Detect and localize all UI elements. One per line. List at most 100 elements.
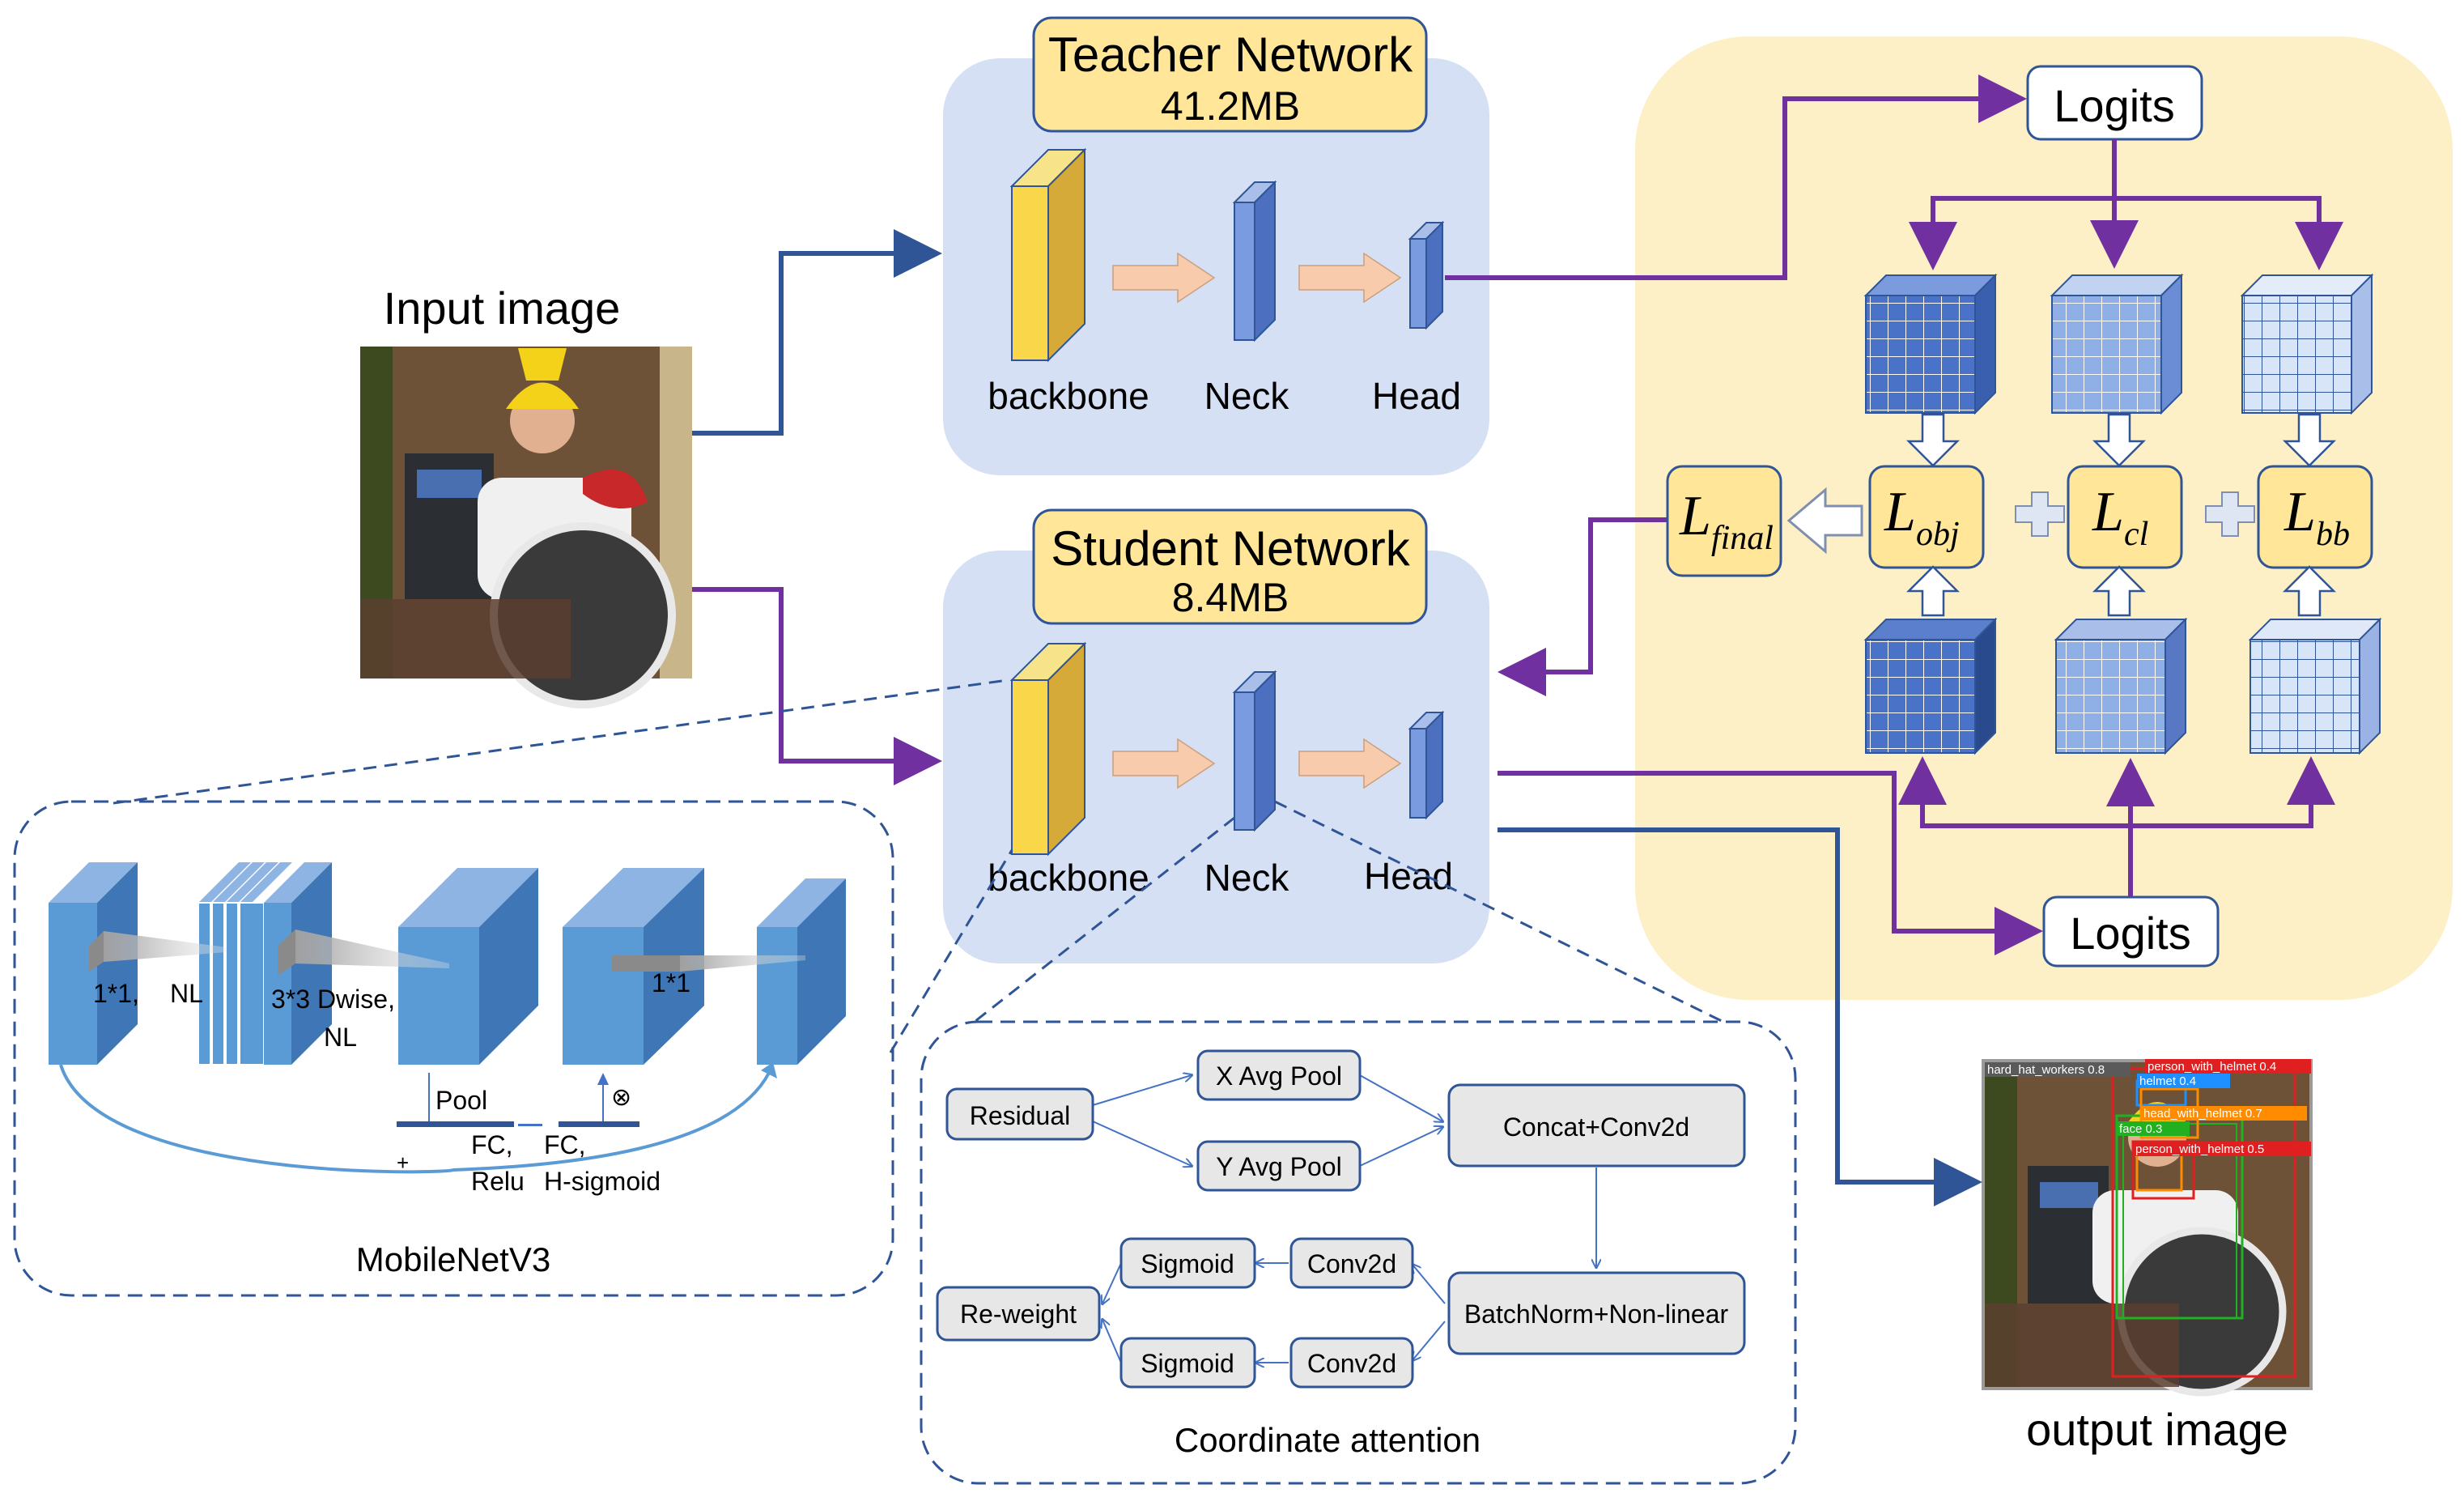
- det-label-1: person_with_helmet 0.4: [2148, 1060, 2276, 1074]
- student-network: Student Network 8.4MB backbone Neck Head: [943, 508, 1489, 963]
- teacher-title: Teacher Network: [1048, 28, 1413, 82]
- ca-sig2: Sigmoid: [1141, 1349, 1234, 1378]
- loss-bb-sub: bb: [2316, 516, 2350, 553]
- teacher-head-label: Head: [1372, 375, 1461, 417]
- mb-plus-label: +: [397, 1151, 409, 1175]
- teacher-arrow-2: [1298, 252, 1402, 304]
- ca-reweight-box: [936, 1286, 1101, 1342]
- student-title-box: [1032, 508, 1428, 625]
- teacher-feature-cube-cl: [2050, 273, 2184, 415]
- loss-cl-main: L: [2092, 481, 2124, 543]
- mb-relu-label: Relu: [471, 1167, 525, 1196]
- output-image-label: output image: [2026, 1404, 2288, 1455]
- logits-bottom-label: Logits: [2070, 908, 2190, 959]
- input-to-student-arrow: [692, 587, 942, 785]
- loss-obj-main: L: [1884, 481, 1916, 543]
- loss-final-box: [1666, 465, 1782, 577]
- mobilenet-detail-box: [13, 800, 894, 1297]
- teacher-arrow-1: [1112, 252, 1216, 304]
- teacher-neck-label: Neck: [1204, 375, 1290, 417]
- student-title: Student Network: [1051, 521, 1411, 576]
- ca-concat-box: [1447, 1083, 1746, 1168]
- ca-concat: Concat+Conv2d: [1503, 1112, 1689, 1142]
- student-to-logits-arrow: [1498, 771, 2043, 955]
- ca-sig2-box: [1119, 1337, 1256, 1389]
- student-backbone-block: [1011, 679, 1049, 855]
- input-to-teacher-arrow: [692, 229, 942, 436]
- teacher-backbone-label: backbone: [988, 375, 1149, 417]
- ca-residual-box: [945, 1087, 1094, 1141]
- teacher-size: 41.2MB: [1161, 83, 1300, 129]
- loss-final-sub: final: [1711, 520, 1774, 557]
- ca-sig1: Sigmoid: [1141, 1249, 1234, 1278]
- loss-to-student-arrow: [1498, 517, 1667, 696]
- mb-label-2: 3*3 Dwise,: [271, 985, 395, 1014]
- teacher-backbone-block: [1011, 185, 1049, 361]
- ca-conv2-box: [1289, 1337, 1414, 1389]
- ca-conv1: Conv2d: [1307, 1249, 1396, 1278]
- output-image-group: hard_hat_workers 0.8 person_with_helmet …: [1982, 1059, 2313, 1455]
- teacher-network: Teacher Network 41.2MB backbone Neck Hea…: [943, 16, 1489, 475]
- det-label-5: person_with_helmet 0.5: [2135, 1142, 2264, 1156]
- ca-xpool-box: [1196, 1049, 1362, 1101]
- mb-mult-icon: ⊗: [611, 1084, 631, 1111]
- ca-xpool: X Avg Pool: [1216, 1061, 1342, 1091]
- loss-bb-box: [2257, 465, 2373, 569]
- loss-combine-arrow: [1786, 487, 1863, 555]
- student-head-label: Head: [1364, 855, 1453, 897]
- mb-label-1: 1*1,: [93, 979, 139, 1008]
- plus-icon: [2015, 491, 2065, 537]
- mb-label-3: 1*1: [652, 968, 690, 997]
- student-neck-label: Neck: [1204, 857, 1290, 899]
- logits-top-label: Logits: [2054, 80, 2174, 131]
- svg-text:Lobj: Lobj: [1884, 481, 1960, 553]
- loss-obj-box: [1868, 465, 1985, 569]
- student-to-output-arrow: [1498, 827, 1982, 1206]
- teacher-feature-cube-obj: [1863, 273, 1998, 415]
- ca-conv2: Conv2d: [1307, 1349, 1396, 1378]
- plus-icon: [2205, 491, 2255, 537]
- student-backbone-label: backbone: [988, 857, 1149, 899]
- mobilenet-title: MobileNetV3: [356, 1240, 550, 1278]
- coord-attention-flow: [1092, 1075, 1596, 1363]
- student-arrow-2: [1298, 738, 1402, 789]
- det-label-3: head_with_helmet 0.7: [2143, 1107, 2262, 1121]
- teacher-title-box: [1032, 16, 1428, 133]
- teacher-feature-cube-bb: [2240, 273, 2374, 415]
- svg-text:Lbb: Lbb: [2283, 481, 2350, 553]
- input-image-group: Input image: [360, 283, 692, 708]
- loss-obj-sub: obj: [1916, 516, 1960, 553]
- ca-sig1-box: [1119, 1237, 1256, 1289]
- teacher-head-block: [1409, 238, 1427, 329]
- det-label-2: helmet 0.4: [2139, 1074, 2196, 1088]
- coord-attention-title: Coordinate attention: [1175, 1421, 1481, 1459]
- det-label-4: face 0.3: [2119, 1122, 2162, 1136]
- input-image: [360, 347, 692, 708]
- ca-bn-box: [1447, 1271, 1746, 1355]
- det-label-0: hard_hat_workers 0.8: [1987, 1063, 2105, 1077]
- mb-pool-label: Pool: [435, 1086, 487, 1115]
- loss-cl-sub: cl: [2124, 516, 2148, 553]
- ca-ypool-box: [1196, 1140, 1362, 1192]
- student-feature-cube-obj: [1863, 617, 1998, 755]
- output-image: hard_hat_workers 0.8 person_with_helmet …: [1982, 1059, 2313, 1397]
- mb-hsig-label: H-sigmoid: [544, 1167, 661, 1196]
- ca-ypool: Y Avg Pool: [1216, 1152, 1341, 1181]
- coord-attention-box: [920, 1020, 1797, 1485]
- mb-label-1b: NL: [170, 979, 203, 1008]
- svg-text:Lcl: Lcl: [2092, 481, 2148, 553]
- mb-fc2-label: FC,: [544, 1130, 586, 1159]
- student-arrow-1: [1112, 738, 1216, 789]
- student-head-block: [1409, 728, 1427, 819]
- teacher-to-logits-arrow: [1445, 74, 2027, 280]
- ca-reweight: Re-weight: [960, 1299, 1077, 1329]
- mb-label-2b: NL: [324, 1023, 357, 1052]
- mobilenet-blocks: [49, 862, 846, 1174]
- teacher-neck-block: [1234, 202, 1255, 341]
- mb-fc1-label: FC,: [471, 1130, 513, 1159]
- loss-cl-box: [2067, 465, 2183, 569]
- loss-bb-main: L: [2283, 481, 2316, 543]
- svg-text:Lfinal: Lfinal: [1679, 485, 1774, 557]
- loss-final-main: L: [1679, 485, 1711, 547]
